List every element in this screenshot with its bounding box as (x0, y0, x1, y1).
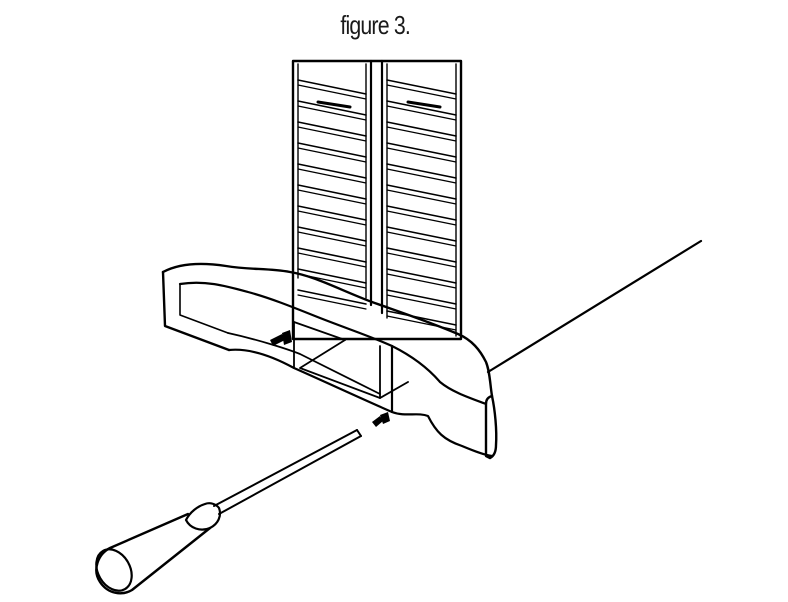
screw-icon (270, 330, 292, 346)
slat-line (386, 79, 457, 95)
slat-line (297, 226, 367, 242)
slat-line (386, 310, 457, 326)
slat-line (386, 142, 457, 158)
slat-line (386, 126, 457, 142)
slat-line (297, 294, 367, 310)
slat-line (297, 252, 367, 268)
slat-line (297, 147, 367, 163)
slat-line (386, 163, 457, 179)
slat-line (386, 273, 457, 289)
slat-line (297, 231, 367, 247)
screw-icon (372, 412, 390, 427)
slat-line (386, 84, 457, 100)
slat-line (386, 100, 457, 116)
figure-caption: figure 3. (340, 10, 411, 40)
slat-line (386, 189, 457, 205)
slat-line (297, 168, 367, 184)
slats-left (297, 79, 367, 310)
slat-line (297, 142, 367, 158)
slat-line (297, 289, 367, 305)
slat-line (386, 231, 457, 247)
slat-line (297, 247, 367, 263)
slat-line (386, 294, 457, 310)
slat-line (297, 189, 367, 205)
slat-line (297, 205, 367, 221)
slat-line (297, 184, 367, 200)
slat-line (297, 100, 367, 116)
blind-panel (291, 59, 463, 341)
slat-line (386, 168, 457, 184)
slat-line (297, 210, 367, 226)
floor-edge-line (486, 239, 703, 374)
slat-line (297, 121, 367, 137)
slat-line (386, 205, 457, 221)
slat-line (297, 105, 367, 121)
slat-line (386, 121, 457, 137)
slat-line (297, 79, 367, 95)
slat-line (386, 147, 457, 163)
slat-line (297, 84, 367, 100)
slat-line (386, 289, 457, 305)
screwdriver-icon (95, 429, 362, 595)
slat-line (386, 105, 457, 121)
slat-line (386, 184, 457, 200)
slat-line (386, 226, 457, 242)
slat-line (297, 268, 367, 284)
slat-line (386, 268, 457, 284)
slats-right (386, 79, 457, 331)
slat-line (386, 252, 457, 268)
valance-rail (161, 262, 498, 460)
slat-line (386, 210, 457, 226)
slat-line (386, 247, 457, 263)
slat-line (297, 126, 367, 142)
slat-line (297, 163, 367, 179)
